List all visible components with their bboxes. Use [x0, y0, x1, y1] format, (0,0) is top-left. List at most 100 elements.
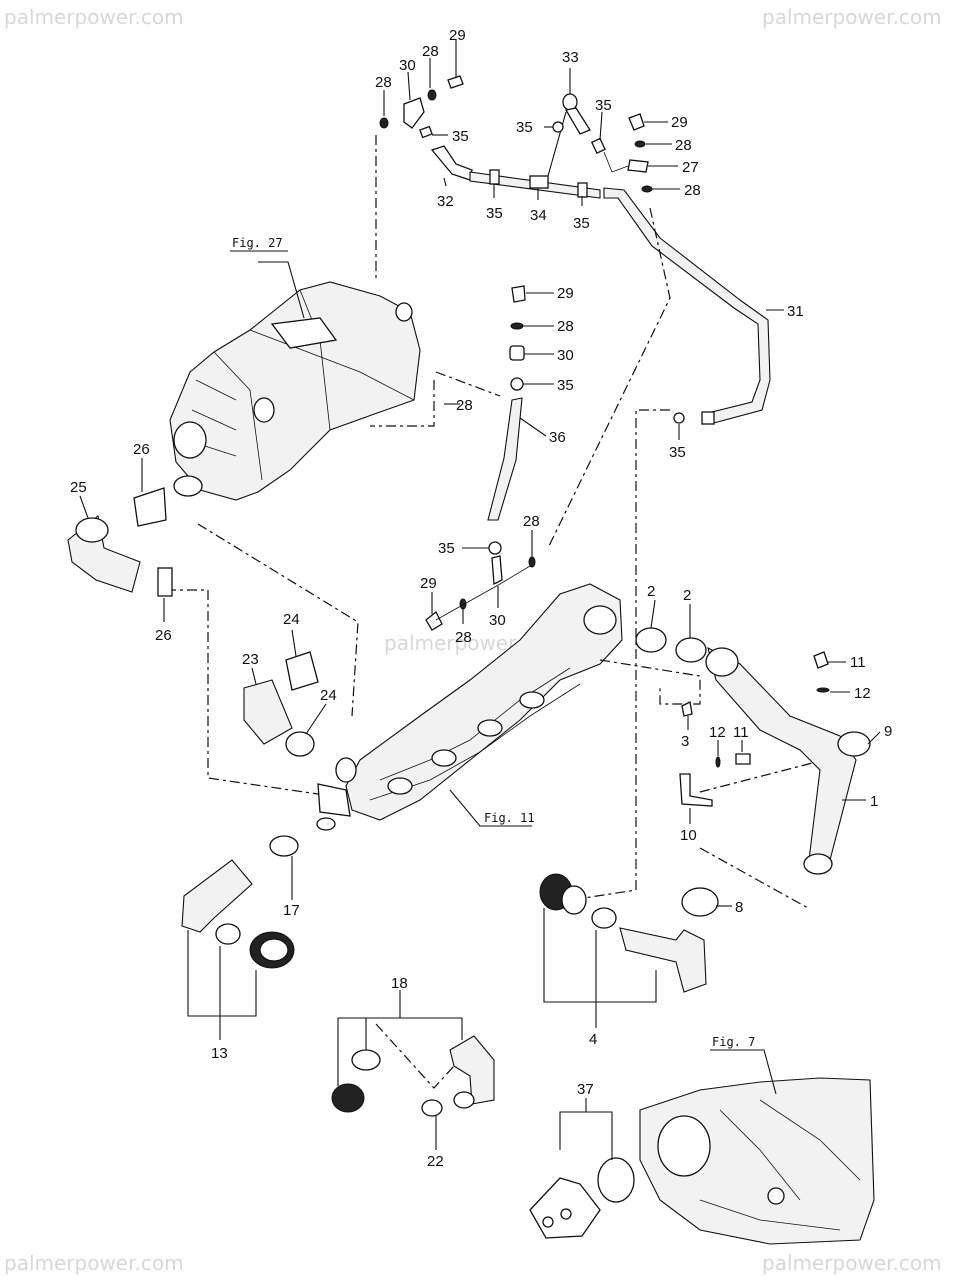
bracket-4 [543, 908, 657, 1003]
quick-connector-13-inner [259, 938, 289, 962]
callout-32: 32 [437, 193, 454, 210]
callout-30-low: 30 [489, 612, 506, 629]
cooler-bracket [270, 317, 338, 349]
watermark-top-left: palmerpower.com [4, 5, 184, 29]
connector-18 [331, 1083, 365, 1113]
leader-9 [867, 731, 881, 745]
cooler-edge-a [213, 351, 263, 481]
tube-27-link [603, 151, 629, 173]
cooler-outlet [173, 475, 203, 497]
hose-36 [487, 397, 523, 521]
callout-25: 25 [70, 479, 87, 496]
cooler-port-c [395, 302, 413, 322]
engine-block-bore [657, 1115, 711, 1177]
lower-left-hose-group [181, 835, 299, 969]
upper-oil-pipe-group [379, 75, 771, 425]
callout-13: 13 [211, 1045, 228, 1062]
fig11-label: Fig. 11 [484, 811, 535, 825]
washer-28-top [427, 89, 437, 101]
clamp-17 [269, 835, 299, 857]
callout-2-a: 2 [647, 583, 655, 600]
callout-22: 22 [427, 1153, 444, 1170]
fig7-label: Fig. 7 [712, 1035, 755, 1049]
manifold-port-3 [477, 719, 503, 737]
hose-18-end [453, 1091, 475, 1109]
cover-37-hole-a [542, 1216, 554, 1228]
fig11-leader [449, 789, 532, 827]
cooler-port-a [173, 421, 207, 459]
clamp-26-upper [133, 487, 167, 527]
watermark-top-right: palmerpower.com [762, 5, 942, 29]
callout-26-lower: 26 [155, 627, 172, 644]
cover-37 [529, 1177, 601, 1239]
clip-35-a [419, 125, 433, 139]
callout-12-lower: 12 [709, 724, 726, 741]
coolant-tube-1 [707, 646, 857, 869]
callout-2-b: 2 [683, 587, 691, 604]
engine-block-body [639, 1077, 875, 1245]
callout-28-cooler: 28 [456, 397, 473, 414]
callout-10: 10 [680, 827, 697, 844]
banjo-fitting-30-top [403, 97, 425, 129]
washer-28-low-right [528, 556, 536, 568]
leader-36 [519, 417, 547, 437]
manifold-port-2 [431, 749, 457, 767]
hose-4-group [539, 873, 707, 993]
clamp-8 [681, 887, 719, 917]
clamp-18 [351, 1049, 381, 1071]
manifold-pipe-stub [317, 783, 351, 817]
leader-flange-to-1 [599, 659, 701, 705]
o-ring-2-a [635, 627, 667, 653]
hose-4 [619, 927, 707, 993]
tube-33-stem [547, 111, 567, 177]
pipe-31-end [701, 411, 715, 425]
clip-35-d [552, 121, 564, 133]
manifold-port-4 [519, 691, 545, 709]
washer-12-upper [816, 687, 830, 693]
right-tube-group [635, 627, 871, 917]
washer-12-lower [715, 756, 721, 768]
callout-23: 23 [242, 651, 259, 668]
o-ring-2-b [675, 637, 707, 663]
callout-34: 34 [530, 207, 547, 224]
fig27-leader [258, 261, 305, 319]
leader-10-to-1 [699, 759, 825, 793]
hose-32 [430, 145, 473, 181]
manifold-port-1 [387, 777, 413, 795]
cooler-port-b [253, 397, 275, 423]
callout-28-mid: 28 [557, 318, 574, 335]
callout-8: 8 [735, 899, 743, 916]
clamp-22 [421, 1099, 443, 1117]
hose-18 [449, 1035, 495, 1105]
clamp-4 [591, 907, 617, 929]
engine-block-fig7 [639, 1077, 875, 1245]
callout-24-upper: 24 [283, 611, 300, 628]
callout-30-top: 30 [399, 57, 416, 74]
oil-cooler-body [169, 281, 421, 501]
callout-35-a: 35 [452, 128, 469, 145]
tube-1-end [803, 853, 833, 875]
hose-18-group [331, 1035, 495, 1117]
callout-31: 31 [787, 303, 804, 320]
callout-leaders [79, 40, 881, 907]
callout-33: 33 [562, 49, 579, 66]
callout-28-low-right: 28 [523, 513, 540, 530]
leader-23 [251, 667, 257, 685]
callout-11-lower: 11 [733, 724, 749, 741]
bolt-11-lower [735, 753, 751, 765]
callout-28-low-left: 28 [455, 629, 472, 646]
callout-30-mid: 30 [557, 347, 574, 364]
callout-37: 37 [577, 1081, 594, 1098]
callout-28-top-left: 28 [375, 74, 392, 91]
washer-28-top-left [379, 117, 389, 129]
hose-23 [243, 679, 293, 745]
callout-35-f: 35 [669, 444, 686, 461]
watermark-bottom-left: palmerpower.com [4, 1251, 184, 1275]
callout-17: 17 [283, 902, 300, 919]
manifold-inlet [335, 757, 357, 783]
fig27-label: Fig. 27 [232, 236, 283, 250]
callout-35-e: 35 [595, 97, 612, 114]
manifold-rib-a [379, 667, 571, 781]
banjo-bolt-29-low [425, 610, 443, 631]
vertical-hose-group [425, 285, 536, 631]
